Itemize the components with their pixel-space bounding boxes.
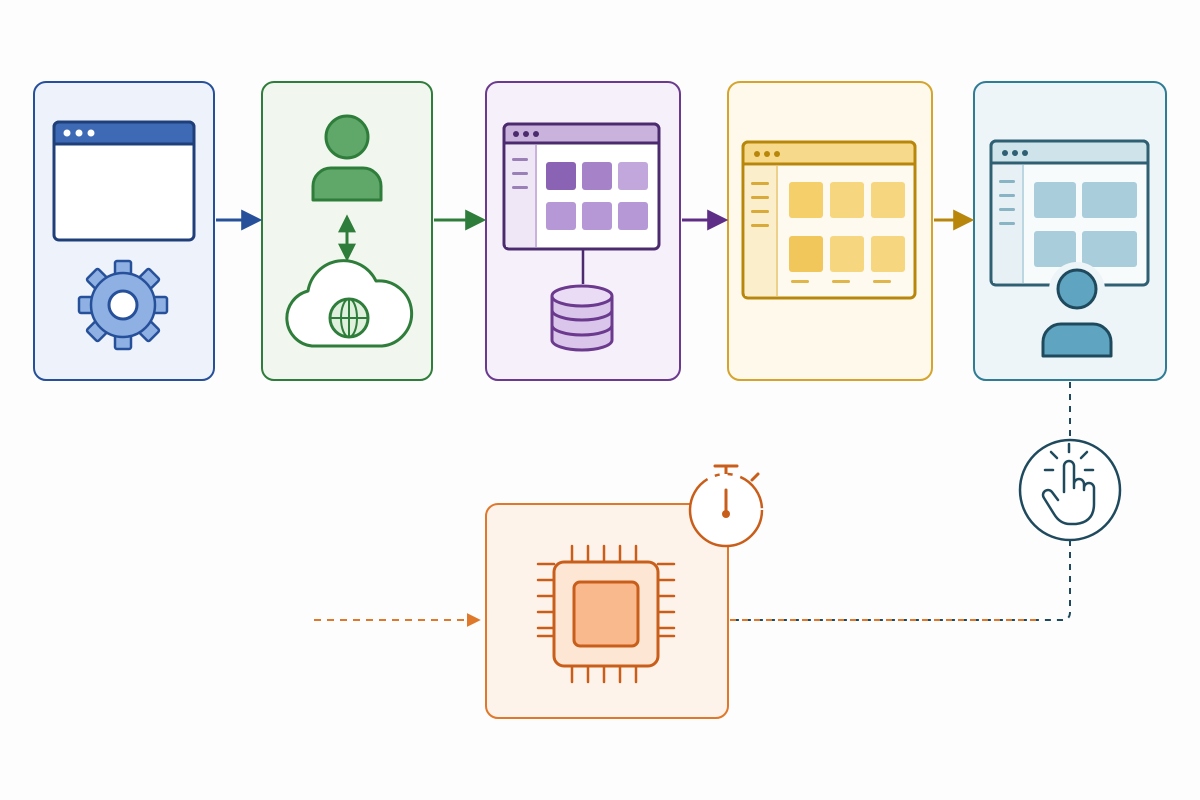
user-icon [1041,262,1113,358]
user-icon [311,114,383,202]
dashboard-window-icon [741,140,917,300]
connector-action-process-dark [730,540,1071,621]
database-icon [550,284,614,352]
stage-present [727,81,933,381]
action-node [1018,438,1122,542]
action-node-circle [1018,438,1122,542]
dashboard-window-icon [989,139,1150,287]
stopwatch-icon [688,464,764,548]
stage-configure [33,81,215,381]
stage-connect [261,81,433,381]
browser-window-icon [52,120,196,242]
app-window-icon [502,122,661,251]
stage-interact [973,81,1167,381]
processor-chip-icon [536,544,676,684]
cloud-globe-icon [285,259,414,348]
stage-store [485,81,681,381]
gear-icon [77,259,169,351]
pointer-click-icon [1041,442,1096,526]
process-node [485,464,764,719]
